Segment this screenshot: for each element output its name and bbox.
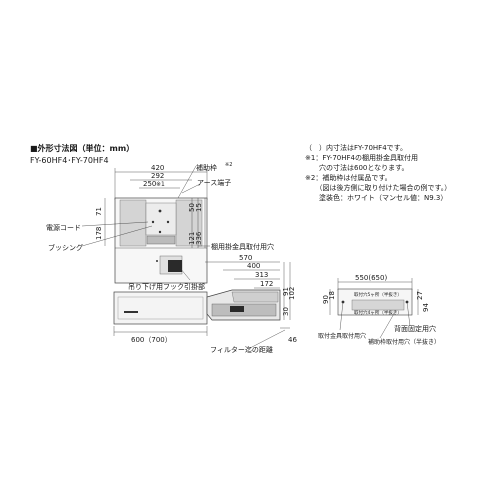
dim-400: 400 [247,262,260,270]
note-line-4: ※2：補助枠は付属品です。 [305,174,392,182]
label-hojowaku-mark: ※2 [225,162,232,168]
dim-91: 91 [282,287,290,296]
dim-420: 420 [151,164,164,172]
dim-94: 94 [422,303,430,312]
dim-250: 250 [143,180,156,188]
dim-121: 121 [188,232,196,245]
label-bottom-hole: 取付穴4ヶ所（半抜き） [354,309,402,316]
note-line-5: （図は後方側に取り付けた場合の例です。） [305,184,452,192]
label-back-fix: 背面固定用穴 [394,324,436,333]
label-filter: フィルター迄の距離 [210,345,273,354]
label-earth: アース端子 [197,178,231,187]
dim-336: 336 [195,231,203,245]
label-cord: 電源コード [46,223,81,232]
note-line-3: 穴の寸法は600となります。 [305,164,409,172]
dim-570: 570 [239,254,252,262]
dim-50: 50 [188,203,196,212]
dim-27: 27 [416,291,424,300]
dim-46: 46 [288,336,297,344]
dim-front-width: 600（700） [131,336,172,344]
note-line-2: ※1：FY-70HF4の棚用掛金具取付用 [305,154,418,162]
note-line-1: （ ）内寸法はFY-70HF4です。 [305,144,407,152]
dim-71: 71 [95,207,103,216]
dim-30: 30 [282,307,290,316]
dim-90: 90 [322,295,330,304]
dim-102: 102 [288,287,296,300]
top-view: 420 292 250 ※1 71 178 50 15 121 336 [46,162,274,291]
model-names: FY-60HF4･FY-70HF4 [30,156,109,165]
front-view: 600（700） [113,291,208,344]
dim-313: 313 [255,271,268,279]
dim-178: 178 [95,227,103,240]
dim-250-mark: ※1 [156,181,165,188]
dim-172: 172 [260,280,273,288]
page-title: ■外形寸法図（単位：mm） [30,143,134,153]
dim-18: 18 [328,291,336,300]
note-line-6: 塗装色：ホワイト（マンセル値：N9.3） [305,194,448,202]
dim-15: 15 [195,203,203,212]
label-hojowaku: 補助枠 [196,163,217,172]
label-hook: 吊り下げ用フック引掛部 [128,282,205,291]
dim-rear-width: 550(650) [355,274,387,282]
side-view: 570 400 313 172 91 102 30 46 フィルター迄の距離 [205,254,297,354]
label-aux: 補助枠取付用穴（半抜き） [368,338,440,346]
label-mount: 取付金具取付用穴 [318,332,366,340]
label-top-hole: 取付穴5ヶ所（半抜き） [354,291,402,298]
label-tana: 棚用掛金具取付用穴 [211,242,274,251]
label-bushing: ブッシング [48,243,83,252]
dim-292: 292 [151,172,164,180]
rear-view: 550(650) 取付穴5ヶ所（半抜き） 取付穴4ヶ所（半抜き） 90 18 2… [318,274,440,346]
